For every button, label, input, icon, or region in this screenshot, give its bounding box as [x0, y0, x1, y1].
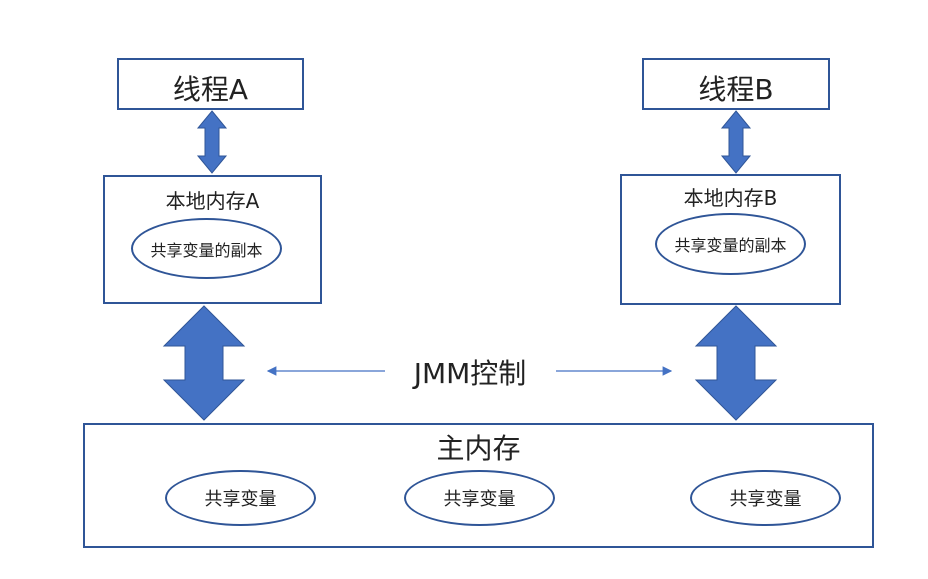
shared-var-3-ellipse: 共享变量 [690, 470, 841, 526]
thread-a-title: 线程A [172, 73, 249, 106]
local-b-copy-ellipse: 共享变量的副本 [655, 213, 806, 275]
shared-var-3-label: 共享变量 [729, 489, 802, 510]
local-memory-a-title: 本地内存A [165, 189, 260, 213]
shared-var-2-label: 共享变量 [443, 489, 516, 510]
local-a-copy-ellipse: 共享变量的副本 [131, 218, 282, 279]
local-memory-b-title: 本地内存B [683, 186, 778, 210]
local-a-main-arrow [162, 305, 246, 421]
thread-b-local-arrow [720, 110, 752, 174]
thread-a-local-arrow [196, 110, 228, 174]
shared-var-2-ellipse: 共享变量 [404, 470, 555, 526]
local-memory-b-box: 本地内存B 共享变量的副本 [620, 174, 841, 305]
thread-a-box: 线程A [117, 58, 304, 110]
shared-var-1-ellipse: 共享变量 [165, 470, 316, 526]
local-a-copy-label: 共享变量的副本 [150, 240, 263, 260]
main-memory-title: 主内存 [436, 432, 521, 465]
local-b-main-arrow [694, 305, 778, 421]
local-b-copy-label: 共享变量的副本 [674, 236, 787, 255]
main-memory-box: 主内存 共享变量 共享变量 共享变量 [83, 423, 874, 548]
thread-b-title: 线程B [698, 73, 774, 106]
jmm-control-label: JMM控制 [413, 357, 527, 390]
thread-b-box: 线程B [642, 58, 830, 110]
local-memory-a-box: 本地内存A 共享变量的副本 [103, 175, 322, 304]
shared-var-1-label: 共享变量 [204, 489, 277, 510]
